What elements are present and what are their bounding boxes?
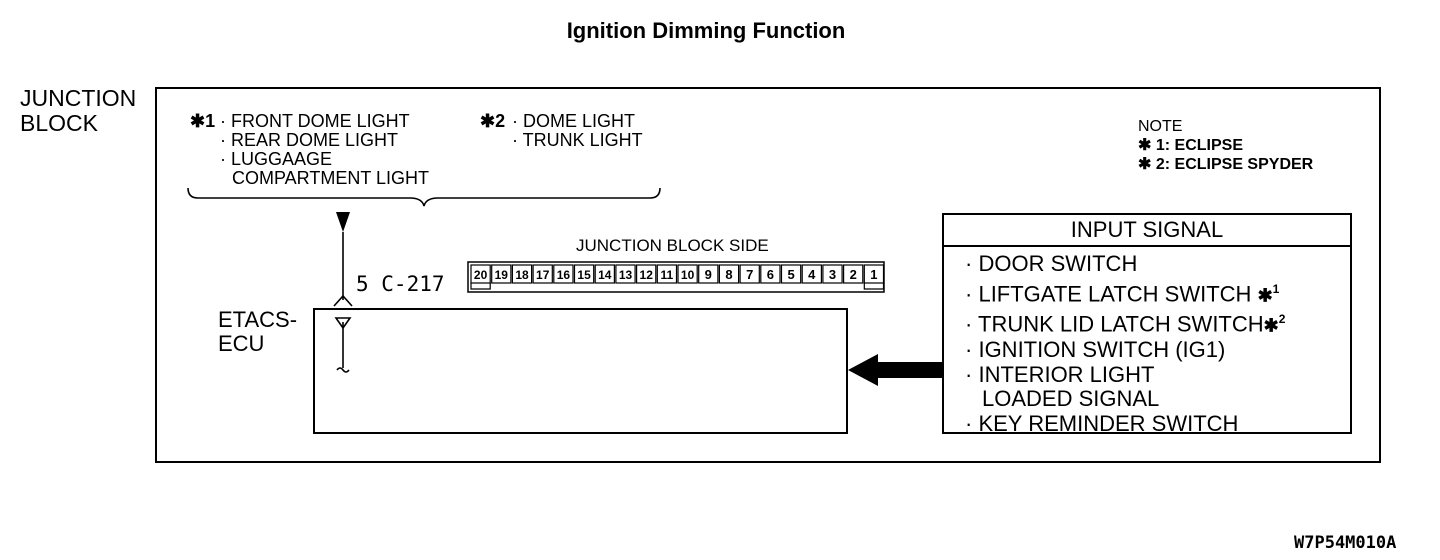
connector-pin-cell [656, 264, 678, 284]
connector-pin-number: 9 [705, 267, 712, 282]
input-door-switch: DOOR SWITCH [978, 251, 1138, 276]
light-item-trunk: TRUNK LIGHT [522, 130, 643, 150]
wire-break-icon [336, 367, 350, 373]
connector-pin-cell [718, 264, 740, 284]
connector-pin-cell [822, 264, 843, 284]
light-item-front-dome: FRONT DOME LIGHT [231, 111, 410, 131]
group2-asterisk-icon: ✱ [480, 111, 496, 131]
connector-pin-cell [698, 264, 719, 284]
diagram-title: Ignition Dimming Function [566, 18, 846, 43]
ecu-label-line1: ETACS- [218, 307, 298, 332]
connector-pin-number: 16 [557, 268, 571, 282]
group1-number: 1 [205, 111, 216, 131]
connector-lock-tab [863, 283, 885, 290]
input-interior-light: INTERIOR LIGHT [978, 361, 1155, 387]
input-loaded-signal: LOADED SIGNAL [982, 386, 1160, 412]
connector-pin-cell [739, 264, 760, 284]
connector-pin-cell [863, 264, 885, 284]
connector-pin-number: 2 [850, 267, 857, 282]
etacs-ecu-box [313, 308, 848, 434]
connector-pin-number: 7 [746, 267, 753, 282]
trunk-note-ref: 2 [1278, 312, 1286, 327]
connector-pin-cell [843, 264, 864, 284]
liftgate-note-ref: 1 [1272, 281, 1280, 296]
ecu-label: ETACS- ECU [218, 308, 297, 356]
input-key-reminder: KEY REMINDER SWITCH [978, 410, 1239, 436]
connector-pin-cell [780, 264, 802, 284]
connector-pin-cell [470, 264, 491, 284]
connector-pin-number: 18 [515, 268, 529, 282]
connector-pin-cell [511, 264, 533, 284]
note-item-2: ✱ 2: ECLIPSE SPYDER [1138, 156, 1314, 173]
junction-block-label-line1: JUNCTION [20, 85, 137, 111]
input-signal-box [942, 213, 1352, 434]
trunk-asterisk-icon: ✱ [1263, 315, 1279, 336]
connector-pin-cell [677, 264, 698, 284]
connector-pin-number: 12 [640, 268, 654, 282]
light-item-rear-dome: REAR DOME LIGHT [231, 130, 399, 150]
light-group-2: ✱2 [480, 112, 505, 131]
connector-pin-number: 6 [767, 267, 774, 282]
connector-pin-number: 8 [725, 267, 732, 282]
connector-pin-cell [573, 264, 595, 284]
female-terminal-icon [333, 294, 353, 307]
connector-pin-number: 5 [787, 267, 794, 282]
note-item-1: ✱ 1: ECLIPSE [1138, 137, 1243, 154]
connector-pin-number: 11 [661, 268, 674, 282]
light-group-1: ✱1 [190, 112, 215, 131]
liftgate-asterisk-icon: ✱ [1257, 284, 1273, 305]
ecu-label-line2: ECU [218, 331, 265, 356]
light-item-compartment: COMPARTMENT LIGHT [232, 168, 430, 188]
light-group-1-list: · FRONT DOME LIGHT · REAR DOME LIGHT · L… [220, 111, 430, 188]
connector-pin-number: 4 [808, 267, 816, 282]
input-signal-heading: INPUT SIGNAL [944, 215, 1350, 247]
connector-pin-number: 20 [474, 268, 488, 282]
connector-pin-number: 3 [829, 267, 836, 282]
connector-id: 5 C-217 [356, 272, 445, 296]
connector-pin-cell [615, 264, 636, 284]
light-group-2-list: · DOME LIGHT · TRUNK LIGHT [512, 111, 643, 150]
connector-lock-tab [470, 283, 491, 290]
note-block: NOTE ✱ 1: ECLIPSE ✱ 2: ECLIPSE SPYDER [1138, 117, 1313, 174]
junction-block-outline [155, 87, 1381, 463]
group1-asterisk-icon: ✱ [190, 111, 206, 131]
connector-pin-cell [760, 264, 781, 284]
input-liftgate-latch: LIFTGATE LATCH SWITCH [978, 280, 1252, 306]
junction-block-side-label: JUNCTION BLOCK SIDE [576, 236, 769, 255]
connector-pin-number: 19 [495, 268, 509, 282]
connector-pin-number: 17 [536, 268, 550, 282]
junction-block-label-line2: BLOCK [20, 110, 98, 136]
input-trunk-lid-latch: TRUNK LID LATCH SWITCH [978, 311, 1264, 337]
connector-pin-cell [636, 264, 657, 284]
connector-pin-number: 10 [681, 268, 695, 282]
connector-pin-number: 15 [577, 268, 591, 282]
connector-pin-number: 1 [870, 267, 877, 282]
figure-code: W7P54M010A [1294, 533, 1397, 553]
connector-pin-number: 14 [598, 268, 612, 282]
connector-pin-cell [553, 264, 574, 284]
group2-number: 2 [495, 111, 506, 131]
light-group-brace [187, 187, 661, 207]
connector-pin-number: 13 [619, 268, 633, 282]
connector-pin-cell [532, 264, 553, 284]
connector-pin-cell [801, 264, 823, 284]
note-heading: NOTE [1138, 118, 1183, 135]
input-arrow-icon [848, 354, 942, 386]
male-terminal-icon [334, 317, 352, 330]
down-arrow-icon [336, 212, 350, 232]
connector-pin-cell [491, 264, 512, 284]
light-item-dome: DOME LIGHT [523, 111, 636, 131]
light-item-luggage: LUGGAAGE [231, 149, 333, 169]
junction-block-label: JUNCTION BLOCK [20, 86, 136, 136]
input-signal-list: · DOOR SWITCH · LIFTGATE LATCH SWITCH ✱1… [965, 251, 1286, 436]
input-ignition-switch: IGNITION SWITCH (IG1) [978, 337, 1226, 363]
connector-pin-cell [594, 264, 615, 284]
